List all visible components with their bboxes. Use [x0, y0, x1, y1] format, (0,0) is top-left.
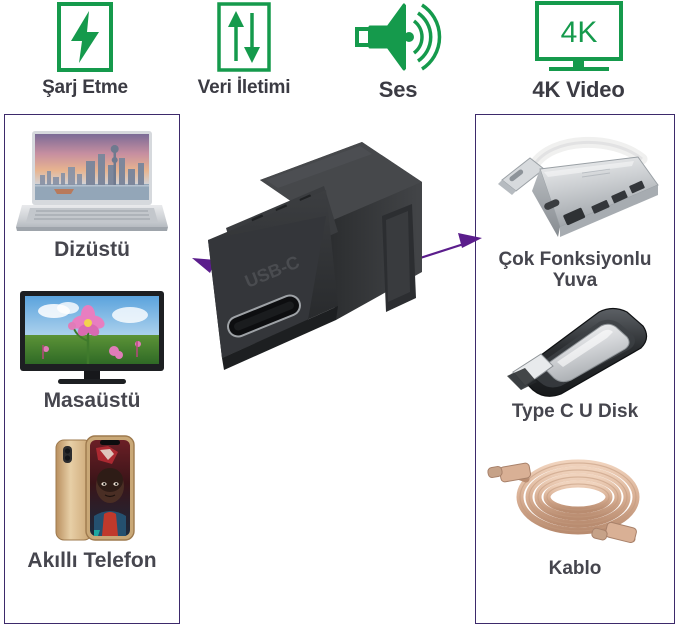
feature-audio: Ses [318, 0, 478, 103]
feature-label-charging: Şarj Etme [42, 77, 128, 98]
item-label-cable: Kablo [548, 558, 602, 580]
feature-label-video: 4K Video [532, 77, 625, 102]
speaker-waves-icon [352, 0, 444, 74]
feature-row: Şarj Etme Veri İletimi [0, 0, 679, 112]
smartphone-image [34, 434, 150, 544]
center-product-svg: USB-C [192, 142, 482, 370]
feature-video: 4K 4K Video [478, 0, 679, 103]
center-stage: USB-C [186, 120, 494, 620]
left-devices-panel: Dizüstü [4, 114, 180, 624]
panel-item-udisk: Type C U Disk [476, 304, 674, 422]
monitor-4k-text: 4K [560, 16, 597, 49]
item-label-udisk: Type C U Disk [511, 400, 639, 422]
panel-item-laptop: Dizüstü [5, 127, 179, 261]
usb-c-cable-image [486, 439, 664, 557]
item-label-dock: Çok Fonksiyonlu Yuva [498, 249, 651, 292]
item-label-desktop: Masaüstü [43, 389, 141, 413]
feature-charging: Şarj Etme [0, 0, 170, 99]
arrow-right [413, 233, 482, 262]
multiport-hub-image [482, 125, 668, 247]
lightning-bolt-icon [55, 0, 115, 74]
item-label-laptop: Dizüstü [54, 238, 130, 261]
laptop-image [16, 127, 168, 235]
right-devices-panel: Çok Fonksiyonlu Yuva [475, 114, 675, 624]
up-down-arrows-icon [216, 0, 272, 74]
item-label-smartphone: Akıllı Telefon [27, 549, 157, 573]
panel-item-smartphone: Akıllı Telefon [5, 434, 179, 572]
panel-item-cable: Kablo [476, 439, 674, 579]
usb-flash-drive-image [491, 304, 659, 400]
feature-label-audio: Ses [378, 77, 418, 102]
item-label-dock-line2: Yuva [552, 270, 598, 292]
feature-data-transfer: Veri İletimi [170, 0, 318, 99]
monitor-4k-icon: 4K [523, 0, 635, 74]
feature-label-data-transfer: Veri İletimi [197, 77, 291, 98]
monitor-image [18, 289, 166, 387]
panel-item-dock: Çok Fonksiyonlu Yuva [476, 125, 674, 292]
panel-item-desktop: Masaüstü [5, 289, 179, 412]
item-label-dock-line1: Çok Fonksiyonlu [498, 249, 652, 270]
